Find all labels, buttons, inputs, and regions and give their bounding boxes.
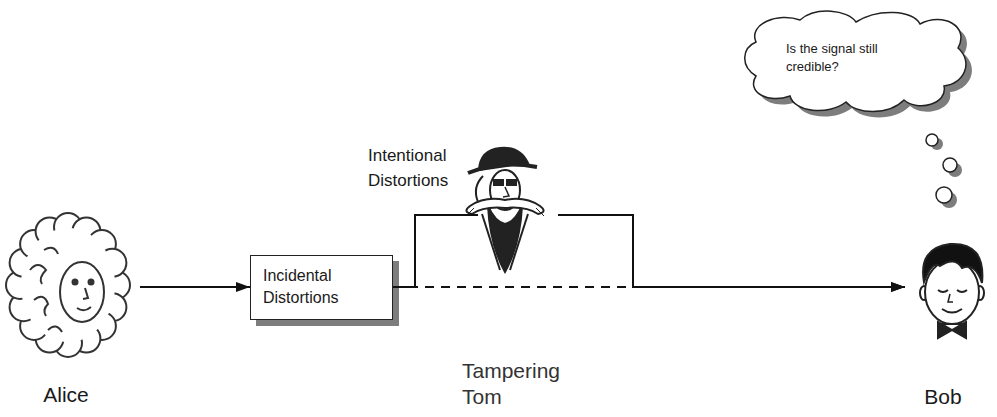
person-alice: Alice xyxy=(15,222,140,414)
tom-glasses xyxy=(507,180,516,185)
bob-mouth xyxy=(942,309,962,313)
alice-eye xyxy=(89,280,94,285)
distortion-label: Intentional Distortions xyxy=(368,143,473,193)
hair-curl-line xyxy=(34,297,48,316)
node-text: Alice xyxy=(15,382,117,408)
tom-figure xyxy=(466,148,544,272)
bypass-path xyxy=(393,286,905,288)
tom-hair xyxy=(476,176,483,202)
bob-eye xyxy=(957,290,967,292)
node-text: Incidental Distortions xyxy=(263,265,388,309)
cloud-shape xyxy=(745,11,966,111)
thought-dot xyxy=(936,187,952,203)
process-box: Incidental Distortions xyxy=(250,255,393,320)
bob-eye xyxy=(938,290,948,292)
alice-eye xyxy=(73,280,78,285)
tom-glasses xyxy=(494,180,503,185)
thought-dots xyxy=(926,134,962,208)
node-text: Bob xyxy=(913,384,973,410)
tamper-path xyxy=(558,215,905,287)
thought-dot xyxy=(926,134,938,146)
bob-nose xyxy=(948,294,953,302)
tom-whisker xyxy=(466,208,544,216)
person-tom: Tampering Tom xyxy=(478,140,558,415)
tom-beard xyxy=(488,206,522,272)
bob-hair xyxy=(923,244,982,283)
alice-figure xyxy=(6,213,130,357)
alice-nose xyxy=(83,288,88,299)
hair-fill xyxy=(21,228,115,342)
alice-face xyxy=(60,262,104,322)
bob-bow-tie xyxy=(938,322,966,338)
node-text: Is the signal still credible? xyxy=(786,40,904,76)
cloud-outline xyxy=(738,4,974,122)
tamper-path xyxy=(393,215,478,287)
alice-mouth xyxy=(77,307,91,310)
hair-curl-line xyxy=(48,326,62,332)
bob-face xyxy=(925,260,979,324)
hair-curl-line xyxy=(44,248,58,254)
tom-nose xyxy=(503,187,509,197)
tom-mustache xyxy=(466,199,543,214)
thought-bubble: Is the signal still credible? xyxy=(738,4,974,122)
node-text: Tampering Tom xyxy=(462,358,574,410)
hair-curl-line xyxy=(30,265,46,284)
person-bob: Bob xyxy=(905,228,995,415)
bob-figure xyxy=(920,244,984,338)
signal-arrow xyxy=(140,286,250,288)
thought-dot xyxy=(943,158,957,172)
